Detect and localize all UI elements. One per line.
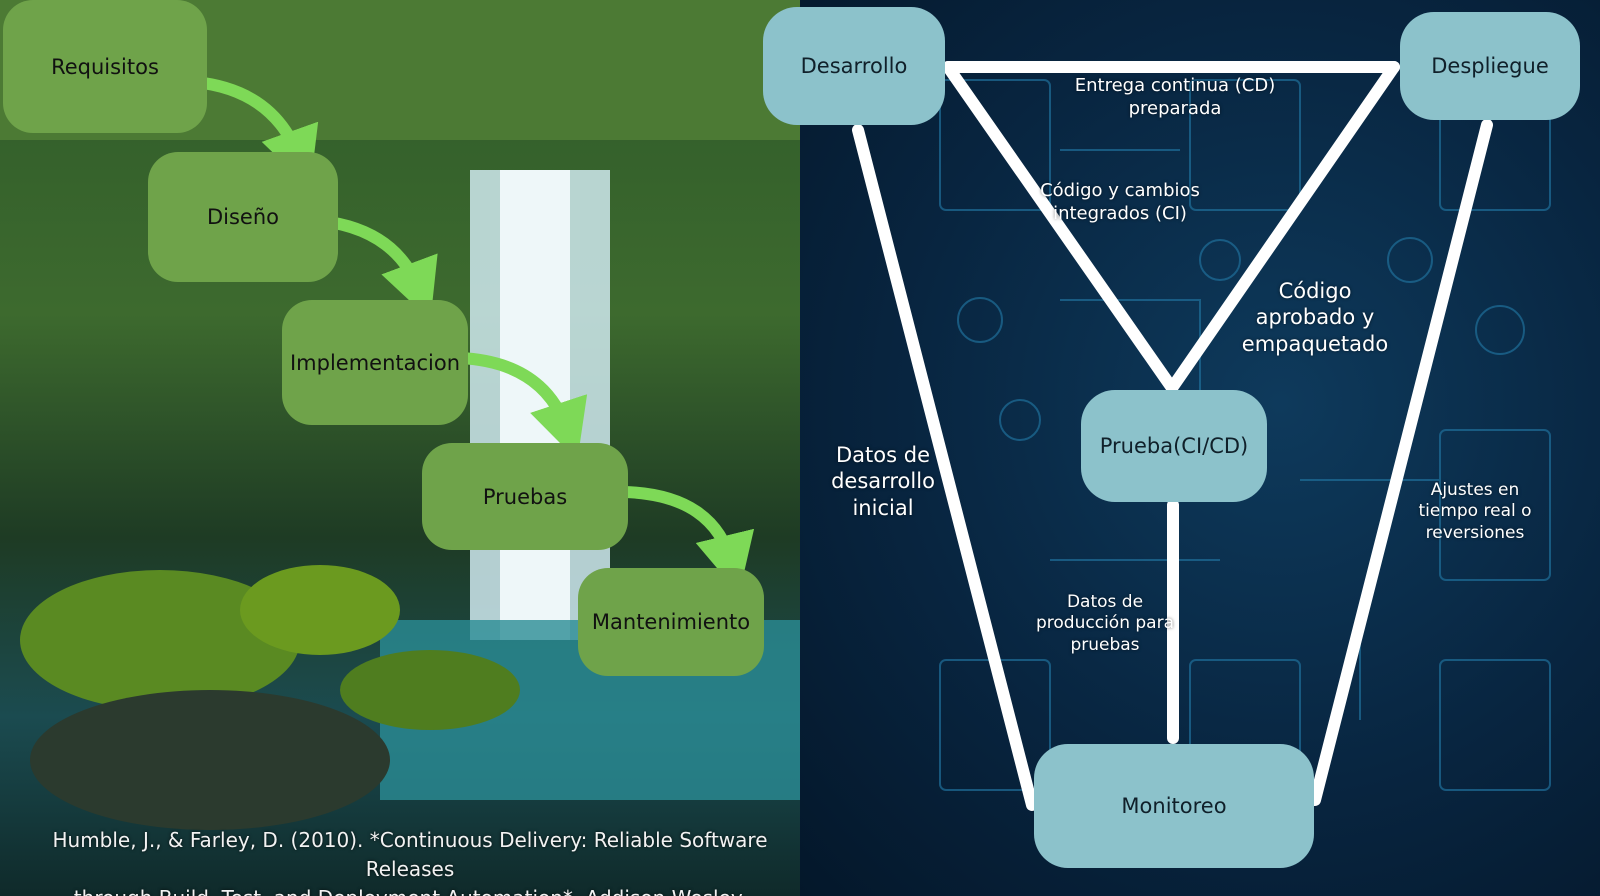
label-ajustes: Ajustes en tiempo real o reversiones [1418, 480, 1532, 543]
label-codigo-integrados: Código y cambios integrados (CI) [1040, 180, 1200, 224]
label-codigo-aprobado: Código aprobado y empaquetado [1241, 279, 1389, 356]
line-desarrollo-monitoreo [852, 124, 1038, 811]
citation-line-1: Humble, J., & Farley, D. (2010). *Contin… [52, 828, 768, 881]
citation: Humble, J., & Farley, D. (2010). *Contin… [10, 826, 810, 896]
arrow-pruebas-mantenimiento [619, 486, 755, 595]
node-monitoreo: Monitoreo [1034, 744, 1314, 868]
line-despliegue-prueba [1166, 61, 1400, 394]
line-desarrollo-prueba [942, 61, 1178, 394]
node-requisitos: Requisitos [3, 0, 207, 133]
node-despliegue: Despliegue [1400, 12, 1580, 120]
node-implementacion: Implementacion [282, 300, 468, 425]
citation-line-2: through Build, Test, and Deployment Auto… [10, 884, 810, 896]
node-prueba-ci-cd: Prueba(CI/CD) [1081, 390, 1267, 502]
node-diseno: Diseño [148, 152, 338, 282]
label-datos-produccion: Datos de producción para pruebas [1036, 592, 1174, 655]
arrow-implementacion-pruebas [454, 352, 588, 461]
waterfall-background [0, 0, 800, 896]
node-desarrollo: Desarrollo [763, 7, 945, 125]
waterfall-illustration [0, 0, 800, 830]
label-datos-desarrollo: Datos de desarrollo inicial [831, 443, 935, 520]
node-mantenimiento: Mantenimiento [578, 568, 764, 676]
circuit-illustration [939, 79, 1551, 791]
node-pruebas: Pruebas [422, 443, 628, 550]
arrow-requisitos-diseno [189, 76, 319, 189]
line-despliegue-monitoreo [1309, 119, 1493, 806]
label-entrega-continua: Entrega continua (CD) preparada [1074, 75, 1276, 119]
